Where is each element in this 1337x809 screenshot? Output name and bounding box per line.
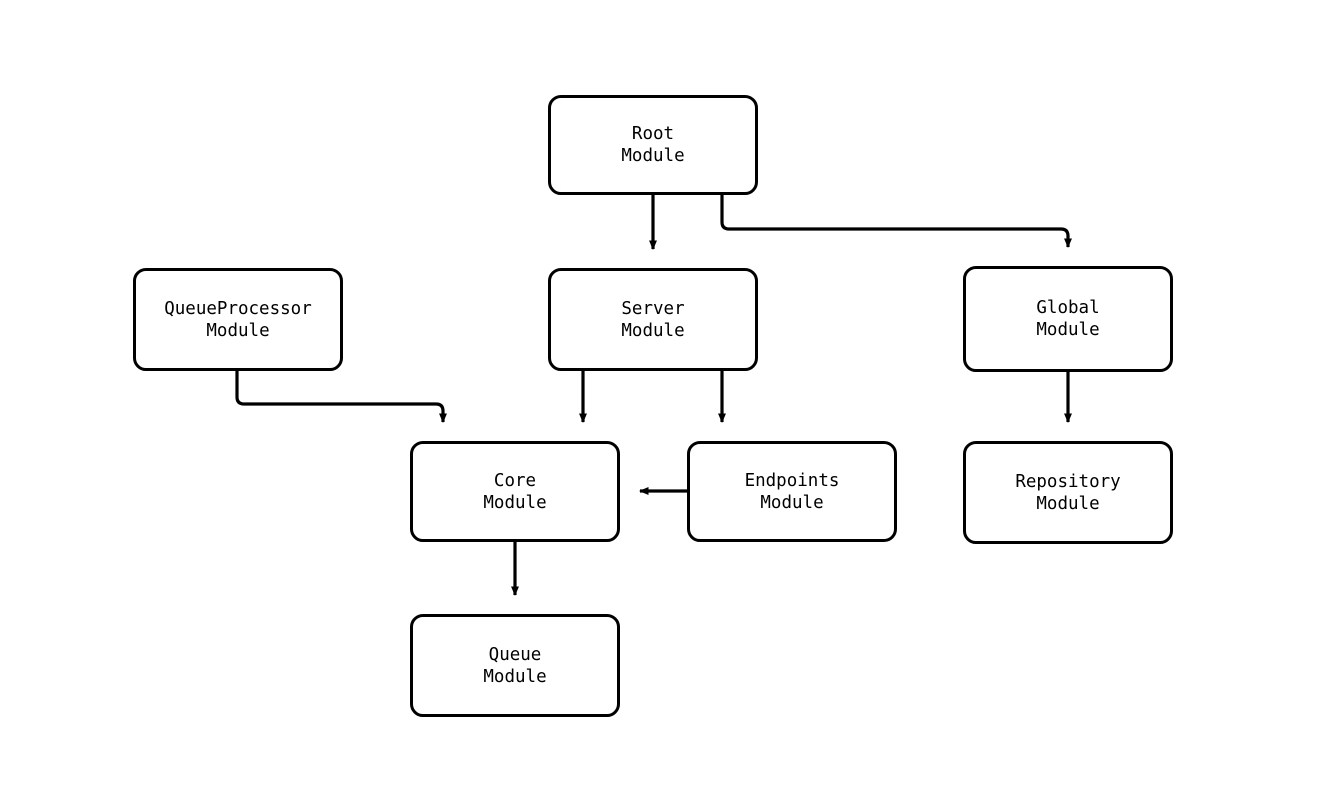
- global-module[interactable]: Global Module: [963, 266, 1173, 372]
- global-module-label-line2: Module: [1036, 320, 1100, 340]
- repository-module-label-line2: Module: [1036, 493, 1100, 514]
- edge-root-to-global: [720, 195, 1072, 248]
- queue-module-label-line2: Module: [483, 666, 547, 687]
- core-module-label-line1: Core: [493, 470, 537, 491]
- queueprocessor-module-label-line1: QueueProcessor: [164, 298, 312, 319]
- root-module[interactable]: Root Module: [548, 95, 758, 195]
- endpoints-module-label-line2: Module: [760, 492, 824, 513]
- queue-module[interactable]: Queue Module: [410, 614, 620, 717]
- queue-module-label-line1: Queue: [488, 644, 542, 665]
- root-module-label-line2: Module: [621, 146, 685, 166]
- endpoints-module-label-line1: Endpoints: [744, 470, 840, 491]
- server-module[interactable]: Server Module: [548, 268, 758, 371]
- edge-queueprocessor-to-core: [235, 371, 447, 423]
- repository-module-label-line1: Repository: [1015, 471, 1121, 492]
- repository-module[interactable]: Repository Module: [963, 441, 1173, 544]
- core-module-label-line2: Module: [483, 492, 547, 513]
- root-module-label-line1: Root: [631, 124, 675, 144]
- endpoints-module[interactable]: Endpoints Module: [687, 441, 897, 542]
- queueprocessor-module[interactable]: QueueProcessor Module: [133, 268, 343, 371]
- core-module[interactable]: Core Module: [410, 441, 620, 542]
- server-module-label-line2: Module: [621, 320, 685, 341]
- queueprocessor-module-label-line2: Module: [206, 320, 270, 341]
- server-module-label-line1: Server: [621, 298, 685, 319]
- global-module-label-line1: Global: [1036, 298, 1100, 318]
